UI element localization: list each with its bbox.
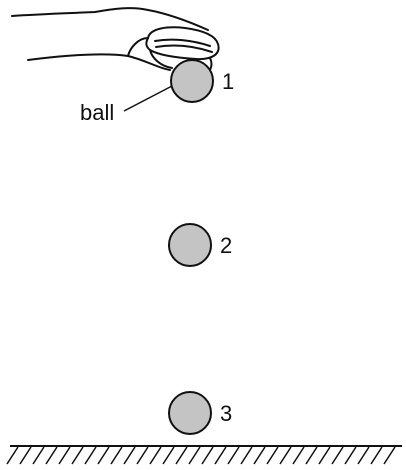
hatch-mark xyxy=(292,446,305,465)
hatch-mark xyxy=(136,446,149,465)
hatch-mark xyxy=(201,446,214,465)
hatch-mark xyxy=(370,446,383,465)
hatch-mark xyxy=(175,446,188,465)
hatch-mark xyxy=(45,446,58,465)
hatch-mark xyxy=(331,446,344,465)
ground-hatch-icon xyxy=(6,445,402,465)
hatch-mark xyxy=(71,446,84,465)
hatch-mark xyxy=(58,446,71,465)
hatch-mark xyxy=(266,446,279,465)
hatch-mark xyxy=(97,446,110,465)
ball-pointer-line xyxy=(123,85,173,112)
hatch-mark xyxy=(279,446,292,465)
hatch-mark xyxy=(318,446,331,465)
hatch-mark xyxy=(344,446,357,465)
hatch-mark xyxy=(357,446,370,465)
hatch-mark xyxy=(110,446,123,465)
position-label-1: 1 xyxy=(222,69,234,94)
ball-position-3 xyxy=(168,391,212,435)
hatch-mark xyxy=(32,446,45,465)
hatch-mark xyxy=(123,446,136,465)
position-label-3: 3 xyxy=(220,401,232,426)
hatch-mark xyxy=(19,446,32,465)
hatch-mark xyxy=(6,446,19,465)
hatch-mark xyxy=(214,446,227,465)
hatch-mark xyxy=(305,446,318,465)
ball-label: ball xyxy=(80,100,114,125)
hatch-mark xyxy=(383,446,396,465)
hatch-mark xyxy=(149,446,162,465)
hand-icon xyxy=(11,7,220,71)
hatch-mark xyxy=(84,446,97,465)
hatch-mark xyxy=(162,446,175,465)
hatch-mark xyxy=(227,446,240,465)
position-label-2: 2 xyxy=(220,233,232,258)
hatch-mark xyxy=(188,446,201,465)
hatch-mark xyxy=(253,446,266,465)
ball-position-2 xyxy=(168,223,212,267)
hatch-mark xyxy=(240,446,253,465)
ball-position-1 xyxy=(170,59,214,103)
